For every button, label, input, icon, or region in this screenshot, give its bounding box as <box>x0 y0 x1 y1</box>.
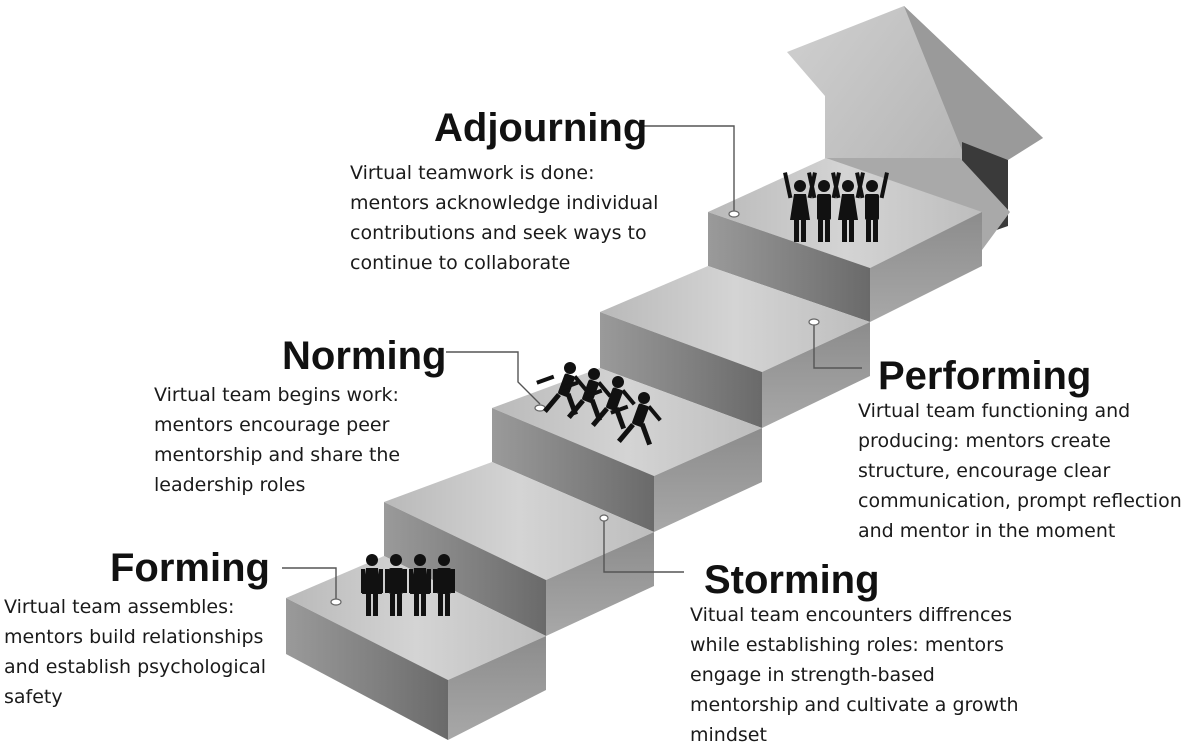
stage-description-storming: Vitual team encounters diffrences while … <box>690 604 1019 746</box>
person-figure <box>433 554 455 616</box>
stage-title-forming: Forming <box>110 546 270 590</box>
person-figure <box>536 362 588 416</box>
person-figure <box>610 392 662 446</box>
stage-description-norming: Virtual team begins work: mentors encour… <box>154 384 401 496</box>
running-team-icon <box>536 362 662 446</box>
dot-forming <box>330 598 342 606</box>
dot-adjourning <box>728 210 740 218</box>
person-figure <box>409 554 431 616</box>
connector-storming <box>603 518 684 573</box>
connector-lines <box>282 125 862 600</box>
stage-description-adjourning: Virtual teamwork is done: mentors acknow… <box>350 162 659 274</box>
stage-description-performing: Virtual team functioning and producing: … <box>858 400 1182 542</box>
connector-adjourning <box>640 125 735 212</box>
person-figure <box>560 368 612 422</box>
stair-step-performing <box>600 266 870 428</box>
stage-title-adjourning: Adjourning <box>434 106 648 150</box>
stage-title-storming: Storming <box>704 558 880 602</box>
celebrating-team-icon <box>783 172 889 242</box>
dot-storming <box>599 514 609 522</box>
connector-dots <box>330 210 820 606</box>
connector-performing <box>813 322 862 369</box>
stair-step-storming <box>384 462 654 636</box>
connector-forming <box>282 567 337 600</box>
stair-step-forming <box>286 556 546 740</box>
person-figure <box>855 172 889 242</box>
dot-performing <box>808 318 820 326</box>
stage-description-forming: Virtual team assembles: mentors build re… <box>4 596 266 708</box>
connector-norming <box>446 351 541 405</box>
person-figure <box>385 554 407 616</box>
stage-title-norming: Norming <box>282 334 447 378</box>
stage-title-performing: Performing <box>878 354 1092 398</box>
person-figure <box>361 554 383 616</box>
standing-team-icon <box>361 554 455 616</box>
